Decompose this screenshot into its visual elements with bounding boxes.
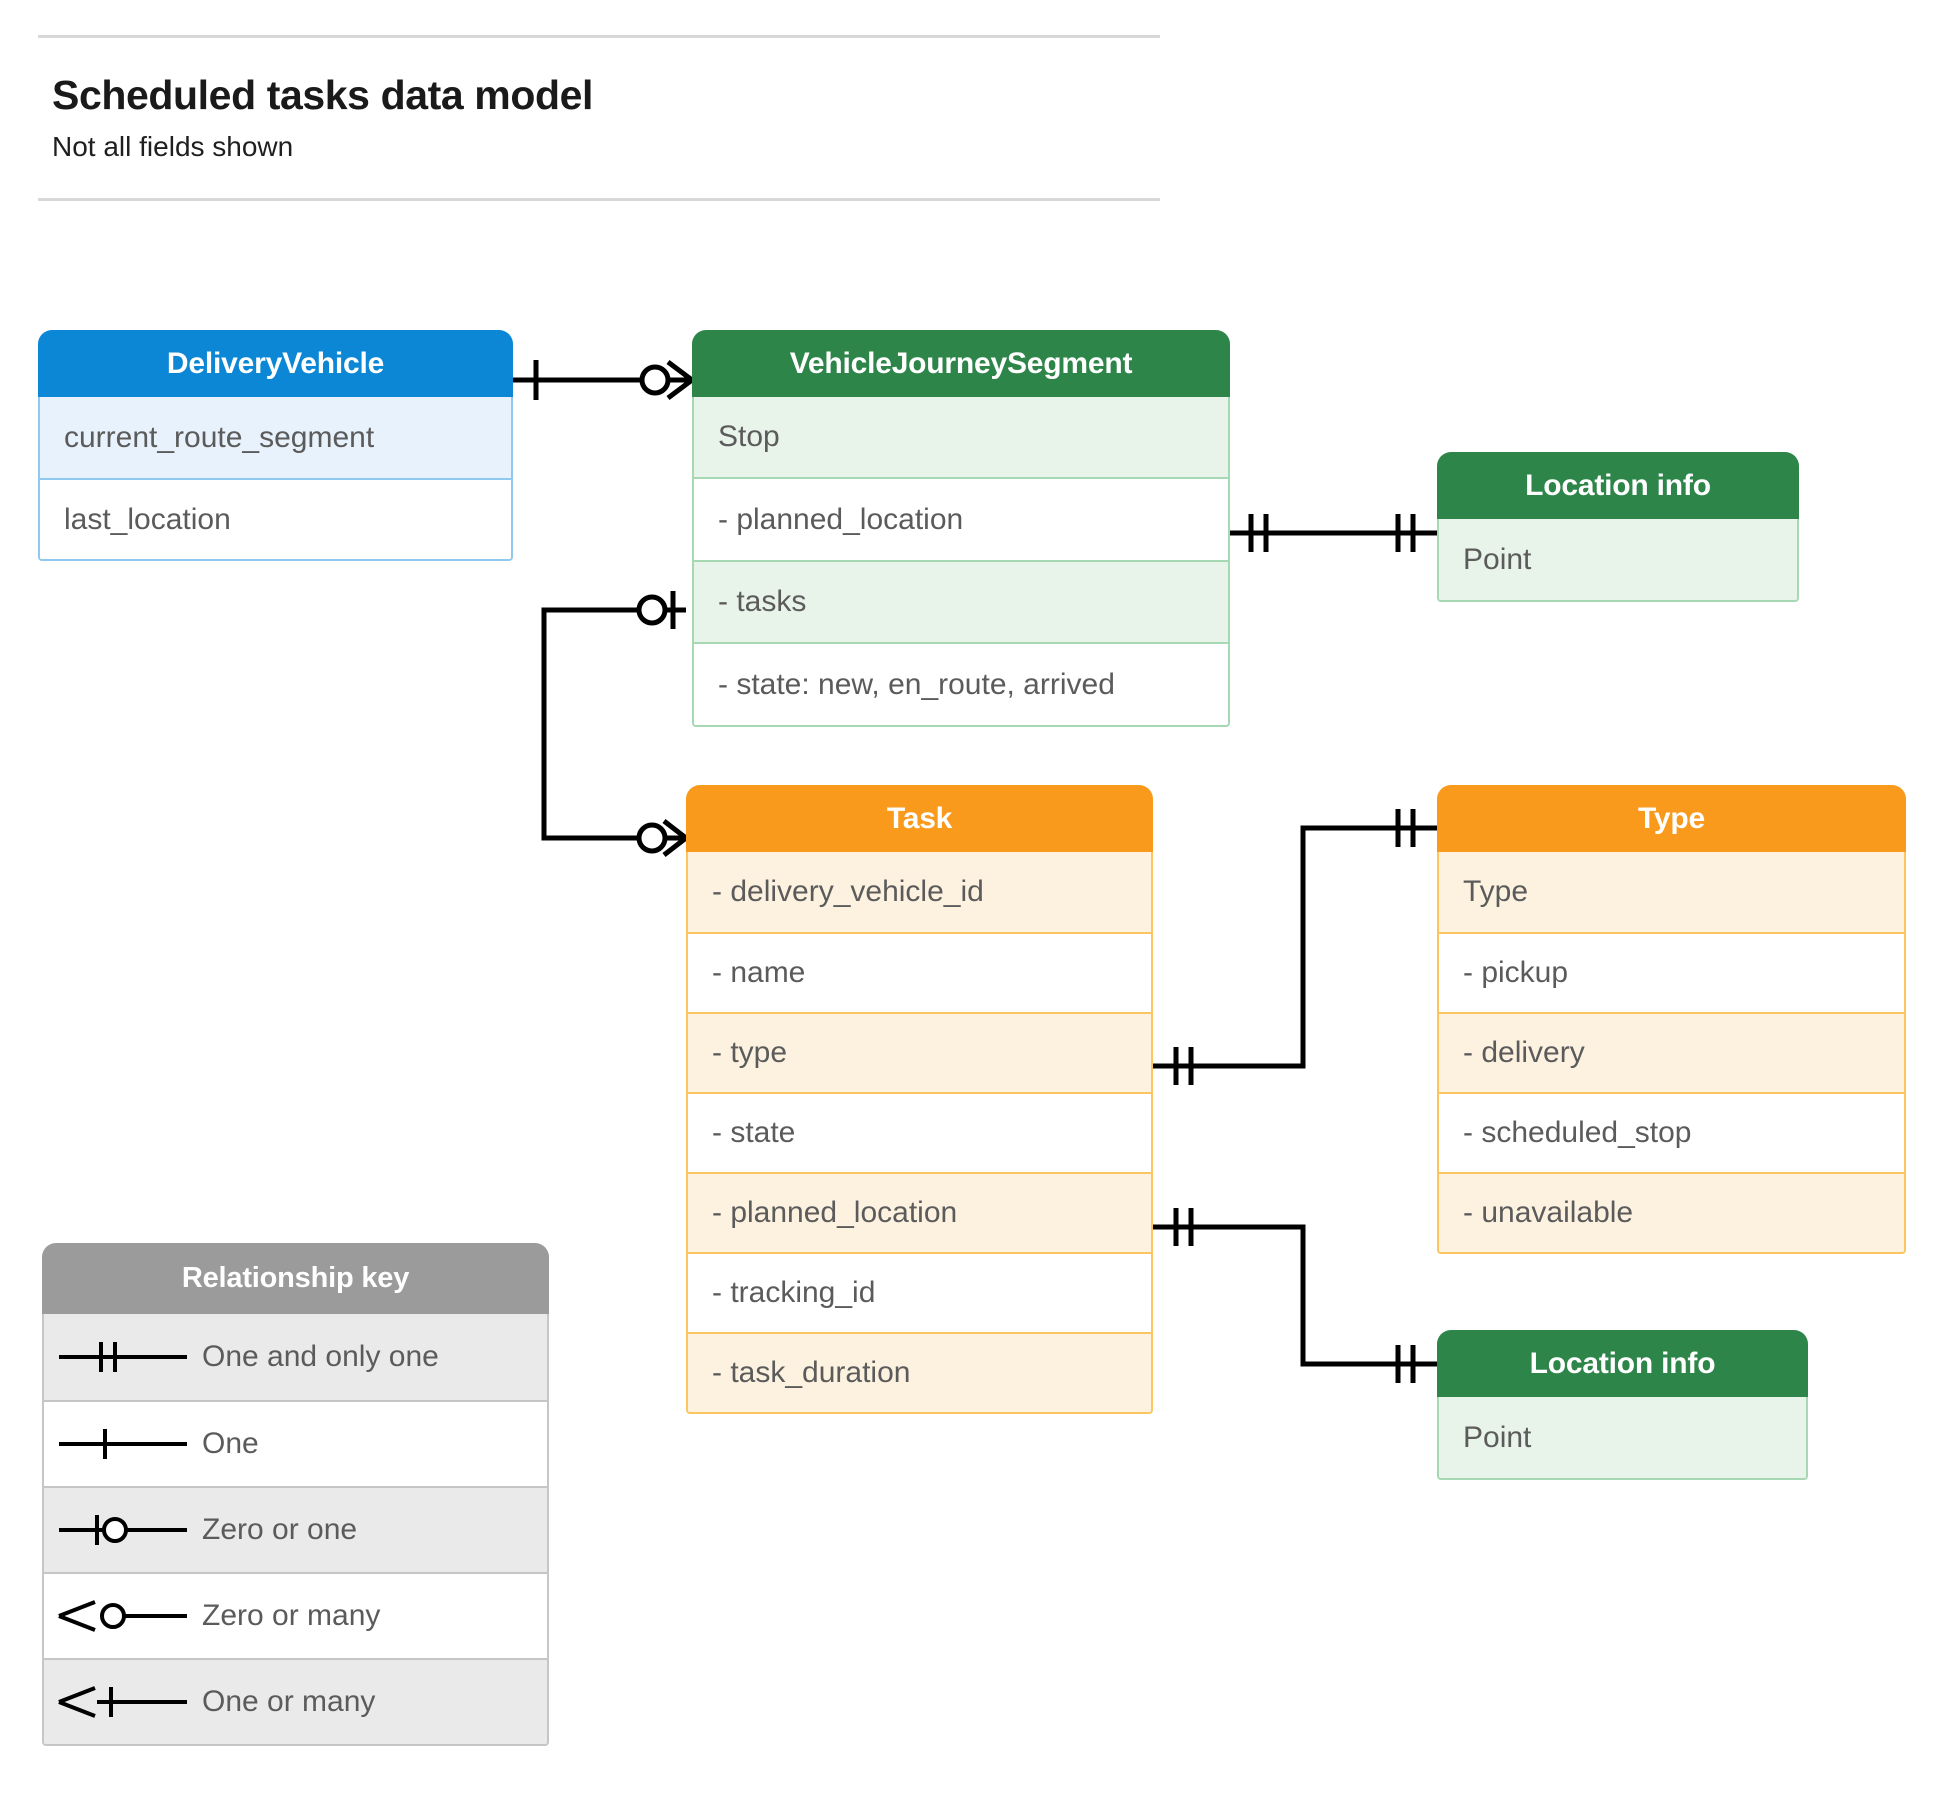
- entity-fields-vehicle-journey-segment: Stop - planned_location - tasks - state:…: [692, 397, 1230, 727]
- field-row[interactable]: - type: [688, 1012, 1151, 1092]
- field-row[interactable]: - tasks: [694, 560, 1228, 642]
- entity-delivery-vehicle[interactable]: DeliveryVehicle current_route_segment la…: [38, 330, 513, 561]
- legend-item-label: One or many: [202, 1685, 376, 1718]
- one-or-many-icon: [44, 1682, 202, 1722]
- entity-location-info-top[interactable]: Location info Point: [1437, 452, 1799, 602]
- header-rule-top: [38, 35, 1160, 38]
- entity-fields-location-info-bottom: Point: [1437, 1397, 1808, 1480]
- field-row[interactable]: last_location: [40, 478, 511, 559]
- field-row[interactable]: - pickup: [1439, 932, 1904, 1012]
- entity-header-delivery-vehicle: DeliveryVehicle: [38, 330, 513, 397]
- legend-item-zero-or-many: Zero or many: [44, 1572, 547, 1658]
- entity-fields-task: - delivery_vehicle_id - name - type - st…: [686, 852, 1153, 1414]
- legend-item-one-and-only-one: One and only one: [44, 1314, 547, 1400]
- legend-item-zero-or-one: Zero or one: [44, 1486, 547, 1572]
- entity-fields-location-info-top: Point: [1437, 519, 1799, 602]
- legend-title: Relationship key: [42, 1243, 549, 1314]
- field-row[interactable]: - delivery: [1439, 1012, 1904, 1092]
- legend-item-label: One: [202, 1427, 259, 1460]
- field-row[interactable]: - state: [688, 1092, 1151, 1172]
- entity-header-type: Type: [1437, 785, 1906, 852]
- field-row[interactable]: Point: [1439, 1397, 1806, 1478]
- legend-relationship-key: Relationship key One and only one: [42, 1243, 549, 1746]
- zero-or-one-icon: [44, 1510, 202, 1550]
- header-rule-bottom: [38, 198, 1160, 201]
- legend-item-label: Zero or one: [202, 1513, 358, 1546]
- entity-header-location-info-top: Location info: [1437, 452, 1799, 519]
- field-row[interactable]: - task_duration: [688, 1332, 1151, 1412]
- page-subtitle: Not all fields shown: [52, 131, 294, 162]
- field-row[interactable]: - planned_location: [688, 1172, 1151, 1252]
- entity-vehicle-journey-segment[interactable]: VehicleJourneySegment Stop - planned_loc…: [692, 330, 1230, 727]
- entity-task[interactable]: Task - delivery_vehicle_id - name - type…: [686, 785, 1153, 1414]
- field-row[interactable]: - unavailable: [1439, 1172, 1904, 1252]
- legend-rows: One and only one One: [42, 1314, 549, 1746]
- field-row[interactable]: - name: [688, 932, 1151, 1012]
- legend-item-one: One: [44, 1400, 547, 1486]
- field-row[interactable]: - planned_location: [694, 477, 1228, 560]
- field-row[interactable]: - state: new, en_route, arrived: [694, 642, 1228, 725]
- entity-fields-type: Type - pickup - delivery - scheduled_sto…: [1437, 852, 1906, 1254]
- entity-header-location-info-bottom: Location info: [1437, 1330, 1808, 1397]
- one-icon: [44, 1424, 202, 1464]
- field-row[interactable]: Point: [1439, 519, 1797, 600]
- legend-item-one-or-many: One or many: [44, 1658, 547, 1744]
- field-row[interactable]: Stop: [694, 397, 1228, 477]
- page-title: Scheduled tasks data model: [52, 72, 593, 118]
- field-row[interactable]: - scheduled_stop: [1439, 1092, 1904, 1172]
- entity-type[interactable]: Type Type - pickup - delivery - schedule…: [1437, 785, 1906, 1254]
- field-row[interactable]: - tracking_id: [688, 1252, 1151, 1332]
- field-row[interactable]: current_route_segment: [40, 397, 511, 478]
- entity-header-vehicle-journey-segment: VehicleJourneySegment: [692, 330, 1230, 397]
- entity-header-task: Task: [686, 785, 1153, 852]
- zero-or-many-icon: [44, 1596, 202, 1636]
- entity-location-info-bottom[interactable]: Location info Point: [1437, 1330, 1808, 1480]
- legend-item-label: One and only one: [202, 1340, 439, 1373]
- field-row[interactable]: Type: [1439, 852, 1904, 932]
- entity-fields-delivery-vehicle: current_route_segment last_location: [38, 397, 513, 561]
- legend-item-label: Zero or many: [202, 1599, 381, 1632]
- field-row[interactable]: - delivery_vehicle_id: [688, 852, 1151, 932]
- one-and-only-one-icon: [44, 1337, 202, 1377]
